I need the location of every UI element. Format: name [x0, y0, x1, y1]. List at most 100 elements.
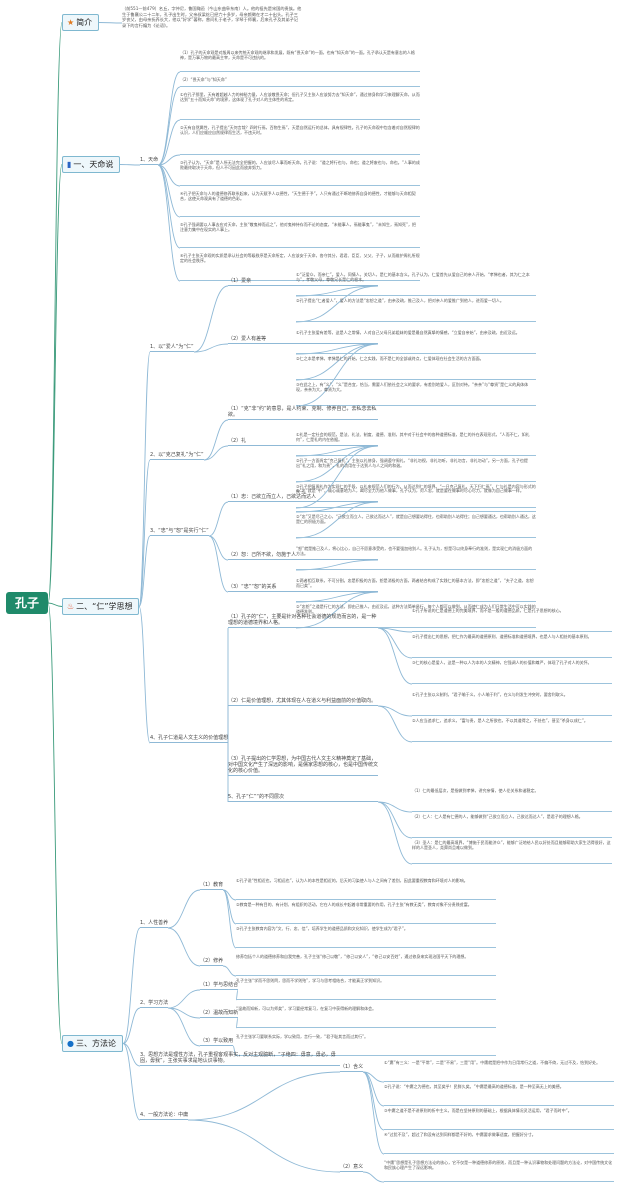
ren-paragraph: ②“忠恕”之道是行仁的方法，即由己推人，由近及远，这种方法简单易行，每个人都可以…: [296, 604, 536, 628]
method-subtopic[interactable]: 2、学习方法: [140, 1000, 169, 1008]
method-paragraph: ③孔子主张教育内容为“文、行、忠、信”，培养学生的道德品质和文化知识，使学生成为…: [236, 926, 496, 948]
ren-child-topic[interactable]: （1）“克”非“约”的意思，是人约束、克制、修养自己，去私念去私欲。: [228, 406, 378, 420]
connector-line: [122, 1043, 141, 1067]
method-paragraph: ②教育是一种有目的、有计划、有组织的活动，它在人的成长中起着非常重要的作用，孔子…: [236, 902, 496, 924]
method-paragraph: “中庸”思想是孔子思想方法论的核心，它不仅是一种道德修养的原则，而且是一种认识事…: [384, 1160, 614, 1182]
ren-paragraph: ②人应当追求仁，追求义，“富与贵，是人之所欲也，不以其道得之，不处也”，甚至“杀…: [412, 718, 612, 742]
method-child-topic[interactable]: （1）学与思结合: [200, 982, 239, 990]
ren-child-topic[interactable]: （2）恕：己所不欲，勿施于人: [228, 552, 378, 560]
method-child-topic[interactable]: （2）修养: [200, 958, 224, 966]
connector-line: [98, 22, 123, 24]
connector-line: [295, 591, 379, 629]
connector-line: [295, 285, 379, 323]
connector-line: [119, 164, 141, 166]
connector-line: [157, 164, 181, 249]
connector-line: [138, 535, 151, 607]
root-node-confucius[interactable]: 孔子: [6, 592, 48, 614]
tianming-paragraph: ⑥孔子主张天命观的实质是承认社会的等级秩序是天命所定，人应该安于天命，各守其分，…: [180, 253, 420, 281]
connector-line: [377, 627, 413, 685]
intro-text: （前551—前479）名丘，字仲尼，鲁国陬邑（今山东曲阜东南）人。他的祖先是宋国…: [122, 6, 302, 28]
connector-line: [193, 343, 229, 353]
ren-paragraph: ③孔子把复周礼作为实现仁的手段，以礼来规范人们的行为，从而达到仁的境界。“一日克…: [296, 484, 536, 508]
ren-child-topic[interactable]: （1）孔子的“仁”，主要是针对各种社会道德的规范而言的，是一种理想的道德境界和人…: [228, 614, 378, 628]
method-child-topic[interactable]: （1）教育: [200, 882, 224, 890]
tianming-paragraph: ③孔子认为，“天命”是人所无法完全把握的，人应该尽人事而听天命。孔子说：“道之将…: [180, 160, 420, 186]
ren-subtopic[interactable]: 2、以“克己复礼”为“仁”: [150, 452, 204, 460]
tianming-subtopic[interactable]: 1、天命: [140, 157, 159, 165]
method-child-topic[interactable]: （3）学以致用: [200, 1038, 234, 1046]
connector-line: [47, 602, 63, 607]
connector-line: [295, 343, 379, 381]
ren-child-topic[interactable]: （3）孔子提出的仁学思想，为中国古代人文主义精神奠定了基础，对中国文化产生了深远…: [228, 756, 379, 776]
connector-line: [157, 71, 181, 166]
connector-line: [203, 445, 229, 461]
ren-child-topic[interactable]: （1）忠：己欲立而立人，己欲达而达人: [228, 494, 378, 502]
connector-line: [193, 285, 229, 353]
ren-paragraph: ②孔子提出仁的思想，把仁作为最高的道德原则、道德标准和道德境界，也是人与人相处的…: [412, 634, 612, 658]
connector-line: [377, 627, 413, 659]
connector-line: [208, 501, 229, 537]
branch-intro[interactable]: ★简介: [62, 14, 100, 31]
ren-paragraph: （2）仁人：仁人是有仁德的人，能够做到“己欲立而立人，己欲达而达人”，是君子的理…: [412, 814, 612, 838]
method-subtopic[interactable]: 1、人性善养: [140, 920, 169, 928]
ren-child-topic[interactable]: 5、孔子“仁”“的不同层次: [228, 794, 378, 802]
connector-line: [377, 705, 413, 743]
branch-method[interactable]: ●三、方法论: [62, 1035, 123, 1052]
ren-paragraph: ③仁的核心是爱人，这是一种以人为本的人文精神，它强调人的价值和尊严，体现了孔子对…: [412, 660, 612, 684]
fire-icon: ♨: [67, 602, 75, 611]
connector-line: [138, 606, 151, 744]
ren-subtopic[interactable]: 4、孔子仁道是人文主义的价值理想: [150, 735, 229, 743]
branch-ren[interactable]: ♨二、“仁”学思想: [62, 598, 140, 615]
connector-line: [295, 445, 379, 509]
ren-paragraph: ②孔子提出“仁者爱人”，爱人的方法是“忠恕之道”，由亲及疏，推己及人，把对亲人的…: [296, 298, 536, 322]
ren-paragraph: ①“泛爱众，而亲仁”。爱人，同情人，关切人，是仁的基本含义。孔子认为，仁爱首先从…: [296, 272, 536, 296]
connector-line: [167, 1007, 201, 1047]
tianming-paragraph: ②天有自然属性，孔子提出“天何言哉？四时行焉，百物生焉”，天是自然运行的总体，具…: [180, 125, 420, 155]
method-child-topic[interactable]: （1）含义: [340, 1064, 364, 1072]
ren-child-topic[interactable]: （2）仁是价值理想，尤其体现在人在道义与利益面前的价值取向。: [228, 698, 378, 706]
branch-intro-label: 简介: [76, 18, 93, 27]
connector-line: [157, 86, 181, 166]
connector-line: [362, 1071, 385, 1131]
connector-line: [377, 801, 413, 865]
branch-tianming[interactable]: ▮一、天命说: [62, 156, 121, 173]
ren-paragraph: ②仁之本是孝悌，孝悌是仁的开始，仁之实践，而不是仁的全部或终点，仁爱体现在社会生…: [296, 356, 536, 380]
ren-paragraph: “恕”就是推己及人，将心比心，自己不愿意承受的，也不要强加给别人。孔子认为，恕是…: [296, 546, 536, 570]
ren-paragraph: （1）仁的最低层次，是指做到孝悌，讲究亲情，使人伦关系和谐稳定。: [412, 788, 612, 812]
method-paragraph: 孔子主张“学而不思则罔，思而不学则殆”，学习与思考相结合，才能真正学到知识。: [236, 978, 496, 1000]
method-paragraph: ④“过犹不及”，超过了和没有达到同样都是不好的，中庸要求做事适度，把握好分寸。: [384, 1132, 614, 1154]
method-child-topic[interactable]: （2）意义: [340, 1164, 364, 1172]
ren-child-topic[interactable]: （3）“忠”“恕”的关系: [228, 584, 378, 592]
connector-line: [122, 1007, 141, 1044]
method-paragraph: ①“庸”有三义：一是“平常”，二是“不易”，三是“用”。中庸就是把中作为日用常行…: [384, 1060, 614, 1082]
ren-paragraph: ①两者相互联系，不可分割。忠是积极的方面，恕是消极的方面，两者结合构成了实践仁的…: [296, 578, 536, 602]
method-paragraph: 修养包括个人的道德修养和自我完善，孔子主张“修己以敬”，“修己以安人”，“修己以…: [236, 954, 496, 976]
method-paragraph: 孔子主张学习要联系实际，学以致用，言行一致，“君子耻其言而过其行”。: [236, 1034, 496, 1056]
connector-line: [138, 351, 151, 607]
ren-paragraph: ③在此之上，有“义”，“义”是合宜，恰当，需要人们依社会之义的要求，有差别地爱人…: [296, 382, 536, 406]
connector-line: [295, 343, 379, 407]
connector-line: [222, 889, 237, 949]
ren-subtopic[interactable]: 3、“忠”与“恕”是实行“仁”: [150, 528, 209, 536]
ren-child-topic[interactable]: （1）爱亲: [228, 278, 378, 286]
connector-line: [362, 1171, 385, 1183]
ren-child-topic[interactable]: （2）礼: [228, 438, 378, 446]
ren-paragraph: ②孔子一方面肯定“克己复礼”，主张以礼修身，强调遵守周礼，“非礼勿视，非礼勿听，…: [296, 458, 536, 482]
ren-subtopic[interactable]: 1、以“爱人”为“仁”: [150, 344, 194, 352]
method-subtopic[interactable]: 3、思想方法是理性方法，孔子重视客观事实，反对主观臆断，“子绝四：毋意，毋必，毋…: [140, 1052, 340, 1066]
ren-paragraph: ①礼是一定社会的规范，是法、礼法、制度、道德、准则，其中对于社会中的各种道德标准…: [296, 432, 536, 456]
ren-paragraph: ①孔子主张以义制利，“君子喻于义，小人喻于利”，在义与利发生冲突时，要舍利取义。: [412, 692, 612, 716]
connector-line: [157, 164, 181, 282]
tianming-paragraph: （1）孔子的天命观是对殷周以来传统天命观的继承和发展，既有“畏天命”的一面，也有…: [180, 50, 420, 72]
connector-line: [157, 154, 181, 166]
ren-child-topic[interactable]: （2）爱人有差等: [228, 336, 378, 344]
connector-line: [203, 419, 229, 461]
connector-line: [122, 1043, 141, 1121]
method-subtopic[interactable]: 4、一般方法论：中庸: [140, 1112, 189, 1120]
connector-line: [157, 119, 181, 166]
connector-line: [208, 535, 229, 561]
tianming-paragraph: ⑤孔子强调要以人事去应对天命，主张“敬鬼神而远之”，他对鬼神持存而不论的态度，“…: [180, 222, 420, 248]
method-child-topic[interactable]: （2）温故而知新: [200, 1010, 239, 1018]
method-paragraph: ①孔子说“性相近也，习相远也”，认为人的本性是相近的，后天的习染使人与人之间有了…: [236, 878, 496, 900]
